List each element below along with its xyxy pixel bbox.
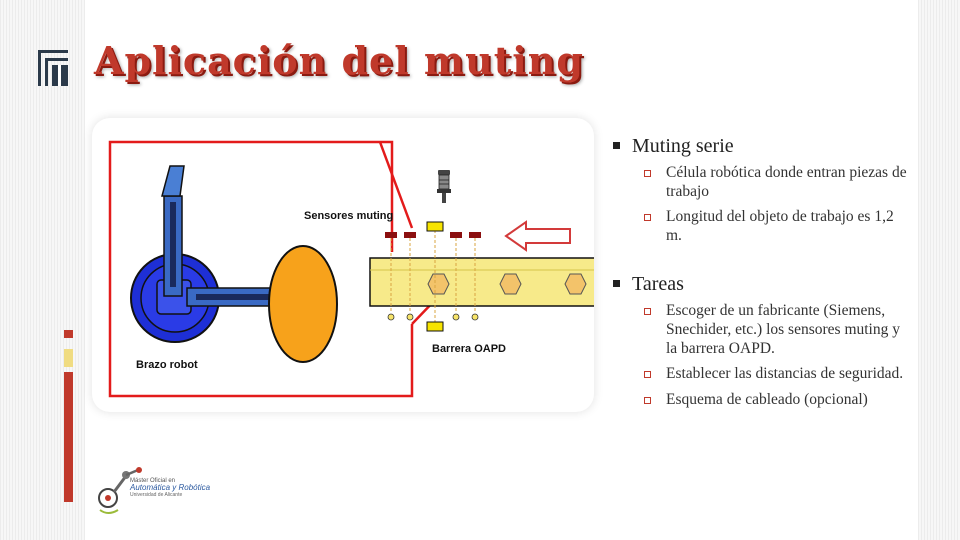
flow-arrow-icon: [504, 220, 571, 252]
barrier-emitter: [426, 221, 444, 232]
enclosure-diagonal-top: [378, 141, 414, 229]
conveyor: [369, 257, 594, 307]
sub-bullet-marker: [644, 396, 651, 404]
logo-text: Máster Oficial en Automática y Robótica …: [130, 478, 210, 498]
slide-pages-icon: [38, 50, 68, 86]
muting-sensor-1: [385, 232, 397, 238]
signal-light-icon: [437, 170, 451, 203]
cell-enclosure-line: [108, 140, 414, 398]
bullet-text: Muting serie: [632, 135, 734, 157]
work-zone: [268, 245, 338, 363]
muting-diagram: Sensores muting Brazo robot Barrera OAPD: [92, 118, 594, 412]
muting-sensor-3: [450, 232, 462, 238]
sub-bullet-marker: [644, 308, 651, 316]
sub-bullet-text: Escoger de un fabricante (Siemens, Snech…: [666, 302, 900, 357]
sub-bullet-text: Esquema de cableado (opcional): [666, 390, 868, 408]
robot-arm-horizontal-slot: [196, 294, 272, 300]
robot-arm-tip: [161, 165, 185, 197]
diagram-svg: Sensores muting Brazo robot Barrera OAPD: [108, 140, 594, 398]
bullet-marker: [613, 142, 620, 149]
accent-bar-red-long: [64, 372, 73, 502]
sub-bullet-text: Célula robótica donde entran piezas de t…: [666, 164, 907, 200]
sub-bullet-marker: [644, 214, 651, 222]
sub-bullet-text: Longitud del objeto de trabajo es 1,2 m.: [666, 208, 894, 244]
bullet-list: Muting serie Célula robótica donde entra…: [610, 134, 910, 416]
bullet-muting-serie: Muting serie: [610, 134, 910, 158]
sensor-beams: [390, 230, 476, 322]
bullet-tareas: Tareas: [610, 272, 910, 296]
sub-bullet-text: Establecer las distancias de seguridad.: [666, 365, 904, 383]
workpiece-1: [427, 273, 450, 295]
logo-line-1: Máster Oficial en: [130, 478, 176, 484]
label-barrier: Barrera OAPD: [432, 343, 506, 355]
accent-bar-red: [64, 330, 73, 338]
label-muting-sensors: Sensores muting: [304, 210, 393, 222]
sub-bullet: Célula robótica donde entran piezas de t…: [644, 164, 910, 201]
sub-bullet: Longitud del objeto de trabajo es 1,2 m.: [644, 208, 910, 245]
university-logo: [98, 467, 142, 514]
slide-title: Aplicación del muting: [94, 38, 584, 83]
sub-bullet-marker: [644, 371, 651, 379]
sub-bullet: Escoger de un fabricante (Siemens, Snech…: [644, 302, 910, 358]
robot-arm-vertical-slot: [170, 202, 176, 287]
sub-bullet: Esquema de cableado (opcional): [644, 391, 910, 410]
logo-line-2: Automática y Robótica: [130, 483, 211, 493]
sensor-reflectors: [387, 313, 479, 321]
workpiece-2: [499, 273, 522, 295]
right-stripe-decoration: [918, 0, 960, 540]
sub-bullet-marker: [644, 170, 651, 177]
logo-line-3: Universidad de Alicante: [130, 491, 183, 498]
workpiece-3: [564, 273, 587, 295]
label-robot-arm: Brazo robot: [136, 359, 198, 371]
accent-bar-yellow: [64, 349, 73, 367]
muting-sensor-4: [469, 232, 481, 238]
barrier-receiver: [426, 321, 444, 332]
sub-bullet: Establecer las distancias de seguridad.: [644, 365, 910, 384]
muting-sensor-2: [404, 232, 416, 238]
bullet-text: Tareas: [632, 273, 684, 296]
bullet-marker: [613, 280, 620, 288]
